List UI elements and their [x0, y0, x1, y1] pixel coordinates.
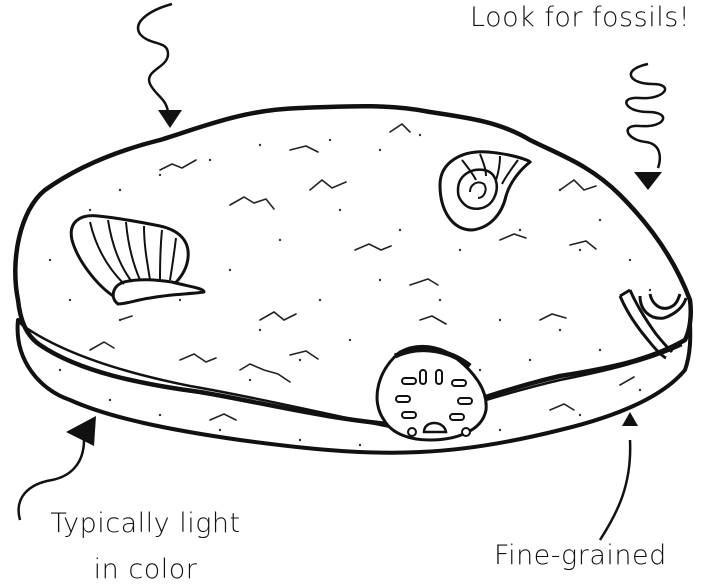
- arrowhead-left-top-icon: [158, 110, 182, 128]
- fine-grained-label: Fine-grained: [494, 540, 667, 571]
- arrowhead-bottom-right-icon: [622, 412, 638, 426]
- coil-arrow-right-icon: [626, 64, 665, 168]
- arrowhead-right-top-icon: [634, 172, 662, 190]
- arrowhead-bottom-left-icon: [66, 416, 96, 446]
- fossils-label: Look for fossils!: [470, 2, 690, 33]
- curved-arrow-bottom-right-icon: [600, 440, 630, 540]
- squiggle-arrow-left-icon: [138, 4, 172, 112]
- light-color-label-line1: Typically light: [38, 508, 253, 539]
- light-color-label-line2: in color: [38, 554, 253, 585]
